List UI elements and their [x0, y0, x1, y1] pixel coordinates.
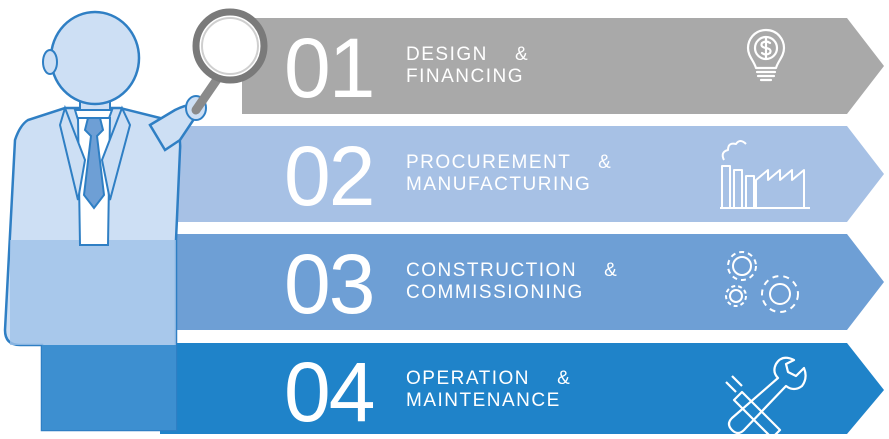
step-2-number: 02	[284, 129, 375, 223]
magnifier-handle	[191, 73, 223, 115]
dollar-lightbulb-icon	[746, 28, 786, 82]
step-1-arrow-band	[242, 18, 884, 114]
step-4-title: OPERATION & MAINTENANCE	[406, 368, 571, 412]
figure-trousers	[42, 345, 176, 430]
businessman-figure	[3, 8, 268, 432]
figure-jacket-shade	[10, 240, 176, 345]
step-2-title-line1: PROCUREMENT &	[406, 152, 613, 173]
step-2-title: PROCUREMENT & MANUFACTURING	[406, 152, 612, 196]
figure-ear	[42, 49, 58, 75]
figure-tie	[82, 117, 106, 210]
step-3-arrow-band	[160, 234, 884, 330]
step-2-title-line2: MANUFACTURING	[406, 174, 592, 195]
figure-lapel-left	[58, 104, 87, 201]
wrench-screwdriver-icon	[725, 356, 807, 434]
step-4-number: 04	[284, 345, 375, 439]
step-1-title: DESIGN & FINANCING	[406, 44, 529, 88]
step-3-title-line1: CONSTRUCTION &	[406, 260, 619, 281]
figure-lapel-right	[100, 105, 132, 201]
step-4-title-line2: MAINTENANCE	[406, 390, 561, 411]
step-2-arrow-band	[160, 126, 884, 222]
step-3-number: 03	[284, 237, 375, 331]
step-3-title-line2: COMMISSIONING	[406, 282, 584, 303]
magnifier-lens	[192, 8, 268, 84]
step-1-number: 01	[284, 21, 375, 115]
step-4-title-line1: OPERATION &	[406, 368, 572, 389]
factory-icon	[720, 140, 810, 209]
step-1-title-line1: DESIGN &	[406, 44, 530, 65]
step-4-arrow-band	[160, 343, 884, 434]
figure-head	[49, 10, 141, 106]
step-3-title: CONSTRUCTION & COMMISSIONING	[406, 260, 618, 304]
gears-icon	[725, 251, 799, 313]
step-1-title-line2: FINANCING	[406, 66, 524, 87]
